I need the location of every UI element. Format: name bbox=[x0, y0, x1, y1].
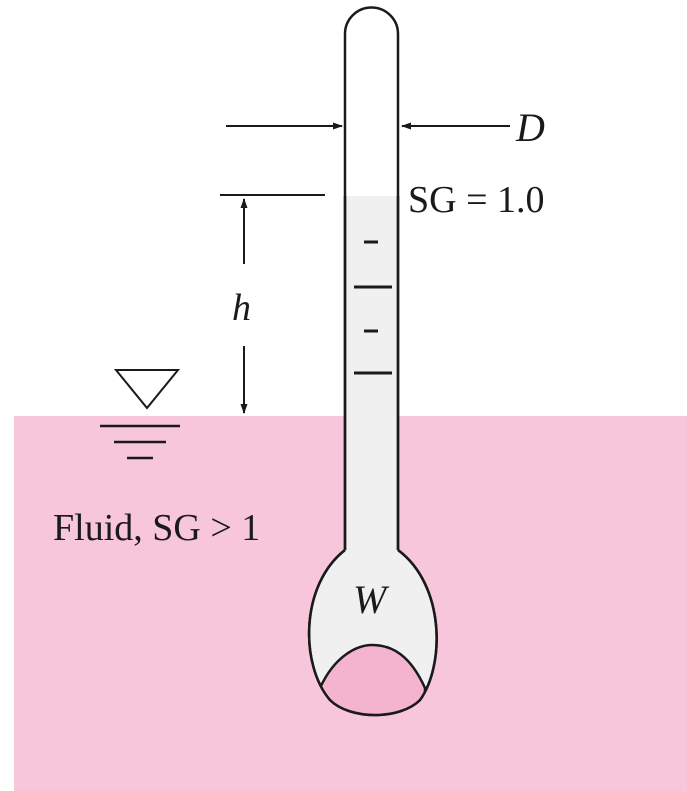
stem-shaded-region bbox=[346, 196, 397, 556]
fluid-label: Fluid, SG > 1 bbox=[53, 507, 260, 549]
height-label: h bbox=[232, 287, 251, 329]
diameter-label: D bbox=[515, 105, 545, 150]
weight-label: W bbox=[353, 577, 390, 622]
free-surface-triangle-icon bbox=[100, 369, 181, 460]
bulb-ballast bbox=[318, 643, 427, 715]
reference-sg-label: SG = 1.0 bbox=[408, 179, 545, 221]
